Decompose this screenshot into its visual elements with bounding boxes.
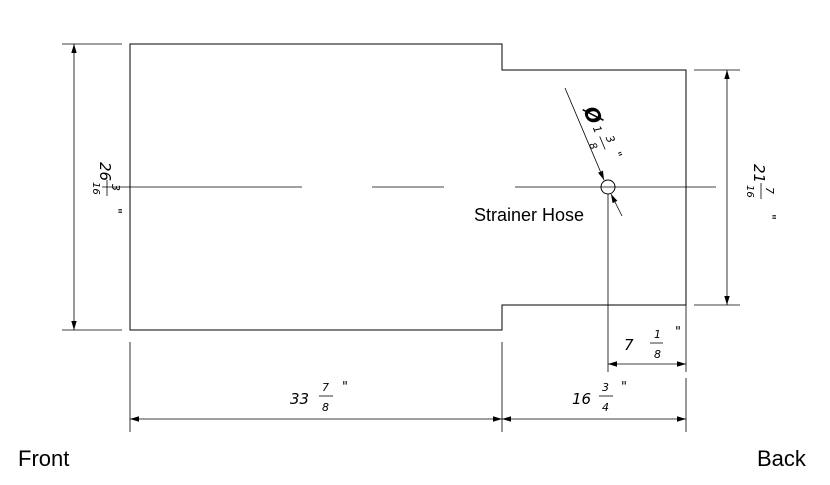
hose-diameter-label: Ø 1 3 8 " <box>578 102 625 161</box>
length-dimensions <box>129 342 687 432</box>
svg-text:": " <box>762 214 777 220</box>
svg-text:7: 7 <box>322 381 329 394</box>
svg-text:": " <box>108 208 123 214</box>
svg-text:26: 26 <box>96 162 114 181</box>
back-length-label: 16 3 4 " <box>572 380 627 414</box>
svg-text:3: 3 <box>109 184 122 191</box>
svg-text:3: 3 <box>603 133 618 145</box>
front-label: Front <box>18 446 69 471</box>
svg-text:": " <box>342 380 348 395</box>
svg-text:8: 8 <box>586 141 599 151</box>
svg-text:": " <box>621 380 627 395</box>
front-width-dimension <box>62 43 122 331</box>
svg-text:8: 8 <box>654 348 661 361</box>
svg-text:16: 16 <box>744 185 755 198</box>
svg-text:8: 8 <box>322 401 329 414</box>
svg-text:7: 7 <box>624 336 634 354</box>
back-width-label: 21 7 16 " <box>744 164 777 220</box>
front-length-label: 33 7 8 " <box>290 380 348 414</box>
svg-text:4: 4 <box>602 401 609 414</box>
back-width-dimension <box>694 69 740 306</box>
svg-text:16: 16 <box>572 390 591 408</box>
front-width-label: 26 3 16 " <box>90 162 123 214</box>
svg-text:": " <box>610 150 625 161</box>
svg-text:1: 1 <box>590 124 605 136</box>
svg-text:3: 3 <box>602 381 609 394</box>
hose-offset-label: 7 1 8 " <box>624 325 681 361</box>
back-label: Back <box>757 446 807 471</box>
svg-text:33: 33 <box>290 390 309 408</box>
strainer-hose-label: Strainer Hose <box>474 205 584 225</box>
hose-offset-dimension <box>607 194 687 372</box>
svg-text:16: 16 <box>90 182 101 195</box>
diameter-leader <box>564 87 605 181</box>
svg-text:": " <box>675 325 681 340</box>
svg-text:1: 1 <box>654 328 661 341</box>
svg-text:7: 7 <box>763 187 776 194</box>
svg-text:21: 21 <box>750 164 768 183</box>
